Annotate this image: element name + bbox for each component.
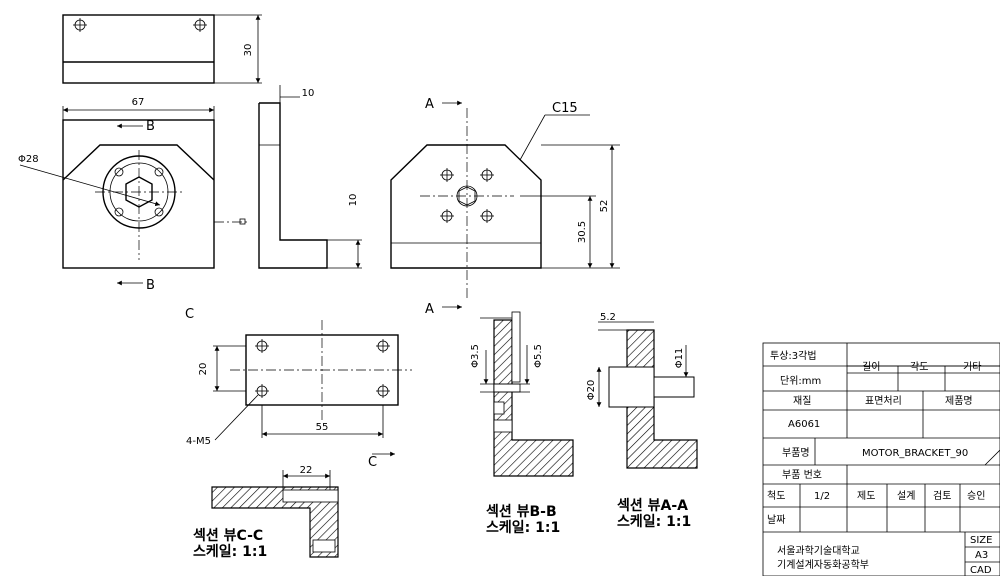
tb-projection: 투상:3각법 (770, 350, 817, 362)
tb-size-value: A3 (975, 550, 988, 561)
dim-small-5-2: 5.2 (600, 312, 616, 323)
section-marker-b-bottom: B (146, 278, 155, 293)
dim-dia-5-5: Φ5.5 (533, 344, 544, 368)
section-marker-c-top: C (185, 307, 194, 322)
plan-view-c: C 20 55 4-M5 C (185, 307, 412, 470)
dim-chamfer: C15 (552, 101, 578, 116)
section-cc-scale: 스케일: 1:1 (193, 544, 267, 560)
section-marker-a-top: A (425, 97, 434, 112)
dim-width-67: 67 (132, 97, 145, 108)
dim-plate-thickness-10: 10 (348, 194, 359, 207)
title-block: 투상:3각법 단위:mm 길이 각도 기타 재질 표면처리 제품명 A6061 … (762, 342, 1000, 576)
dim-holes-4m5: 4-M5 (186, 436, 211, 447)
tb-checked: 검토 (933, 490, 951, 502)
dim-width-20: 20 (198, 363, 209, 376)
dim-dia-11: Φ11 (674, 348, 685, 369)
tb-material-value: A6061 (788, 419, 820, 430)
tb-size-label: SIZE (970, 535, 992, 546)
tb-length: 길이 (862, 360, 880, 373)
top-view: 30 (62, 14, 262, 84)
tb-part-name-label: 부품명 (782, 447, 810, 459)
section-view-bb: Φ3.5 Φ5.5 섹션 뷰B-B 스케일: 1:1 (470, 311, 574, 536)
section-view-cc: 22 섹션 뷰C-C 스케일: 1:1 (193, 465, 339, 560)
dim-length-55: 55 (316, 422, 329, 433)
dim-width-22: 22 (300, 465, 313, 476)
section-marker-b-top: B (146, 119, 155, 134)
tb-cad: CAD (970, 565, 992, 576)
tb-school: 서울과학기술대학교 (777, 545, 860, 557)
front-view: 67 Φ28 B B (18, 97, 250, 293)
tb-material-label: 재질 (793, 395, 811, 407)
tb-part-name-value: MOTOR_BRACKET_90 (862, 448, 968, 459)
dim-thickness-10-top: 10 (302, 88, 315, 99)
hole-marker-left (73, 18, 87, 32)
tb-surface-label: 표면처리 (865, 395, 902, 407)
dim-height-30-5: 30.5 (577, 221, 588, 243)
tb-part-number-label: 부품 번호 (782, 469, 822, 481)
section-view-aa: 5.2 Φ20 Φ11 섹션 뷰A-A 스케일: 1:1 (586, 312, 698, 530)
dim-dia-20: Φ20 (586, 380, 597, 401)
right-view: A A C15 52 30.5 (390, 97, 620, 317)
section-bb-title: 섹션 뷰B-B (486, 503, 557, 520)
dim-height-52: 52 (599, 200, 610, 213)
section-cc-title: 섹션 뷰C-C (193, 527, 263, 544)
tb-unit: 단위:mm (780, 374, 821, 387)
tb-designed: 설계 (897, 490, 915, 502)
dim-dia-3-5: Φ3.5 (470, 344, 481, 368)
side-view: 10 10 (258, 85, 362, 269)
tb-department: 기계설계자동화공학부 (777, 559, 869, 571)
hole-marker-right (193, 18, 207, 32)
tb-scale-label: 척도 (767, 490, 785, 502)
tb-other: 기타 (963, 361, 981, 373)
dim-dia-28: Φ28 (18, 154, 39, 165)
dim-top-height: 30 (243, 44, 254, 57)
section-aa-scale: 스케일: 1:1 (617, 514, 691, 530)
tb-drafted: 제도 (857, 490, 875, 502)
tb-approved: 승인 (967, 490, 985, 502)
section-bb-scale: 스케일: 1:1 (486, 520, 560, 536)
section-aa-title: 섹션 뷰A-A (617, 497, 688, 514)
section-marker-a-bottom: A (425, 302, 434, 317)
section-marker-c-bottom: C (368, 455, 377, 470)
tb-date-label: 날짜 (767, 514, 785, 526)
tb-angle: 각도 (910, 361, 928, 373)
tb-scale-value: 1/2 (814, 491, 830, 502)
tb-product-label: 제품명 (945, 395, 973, 407)
